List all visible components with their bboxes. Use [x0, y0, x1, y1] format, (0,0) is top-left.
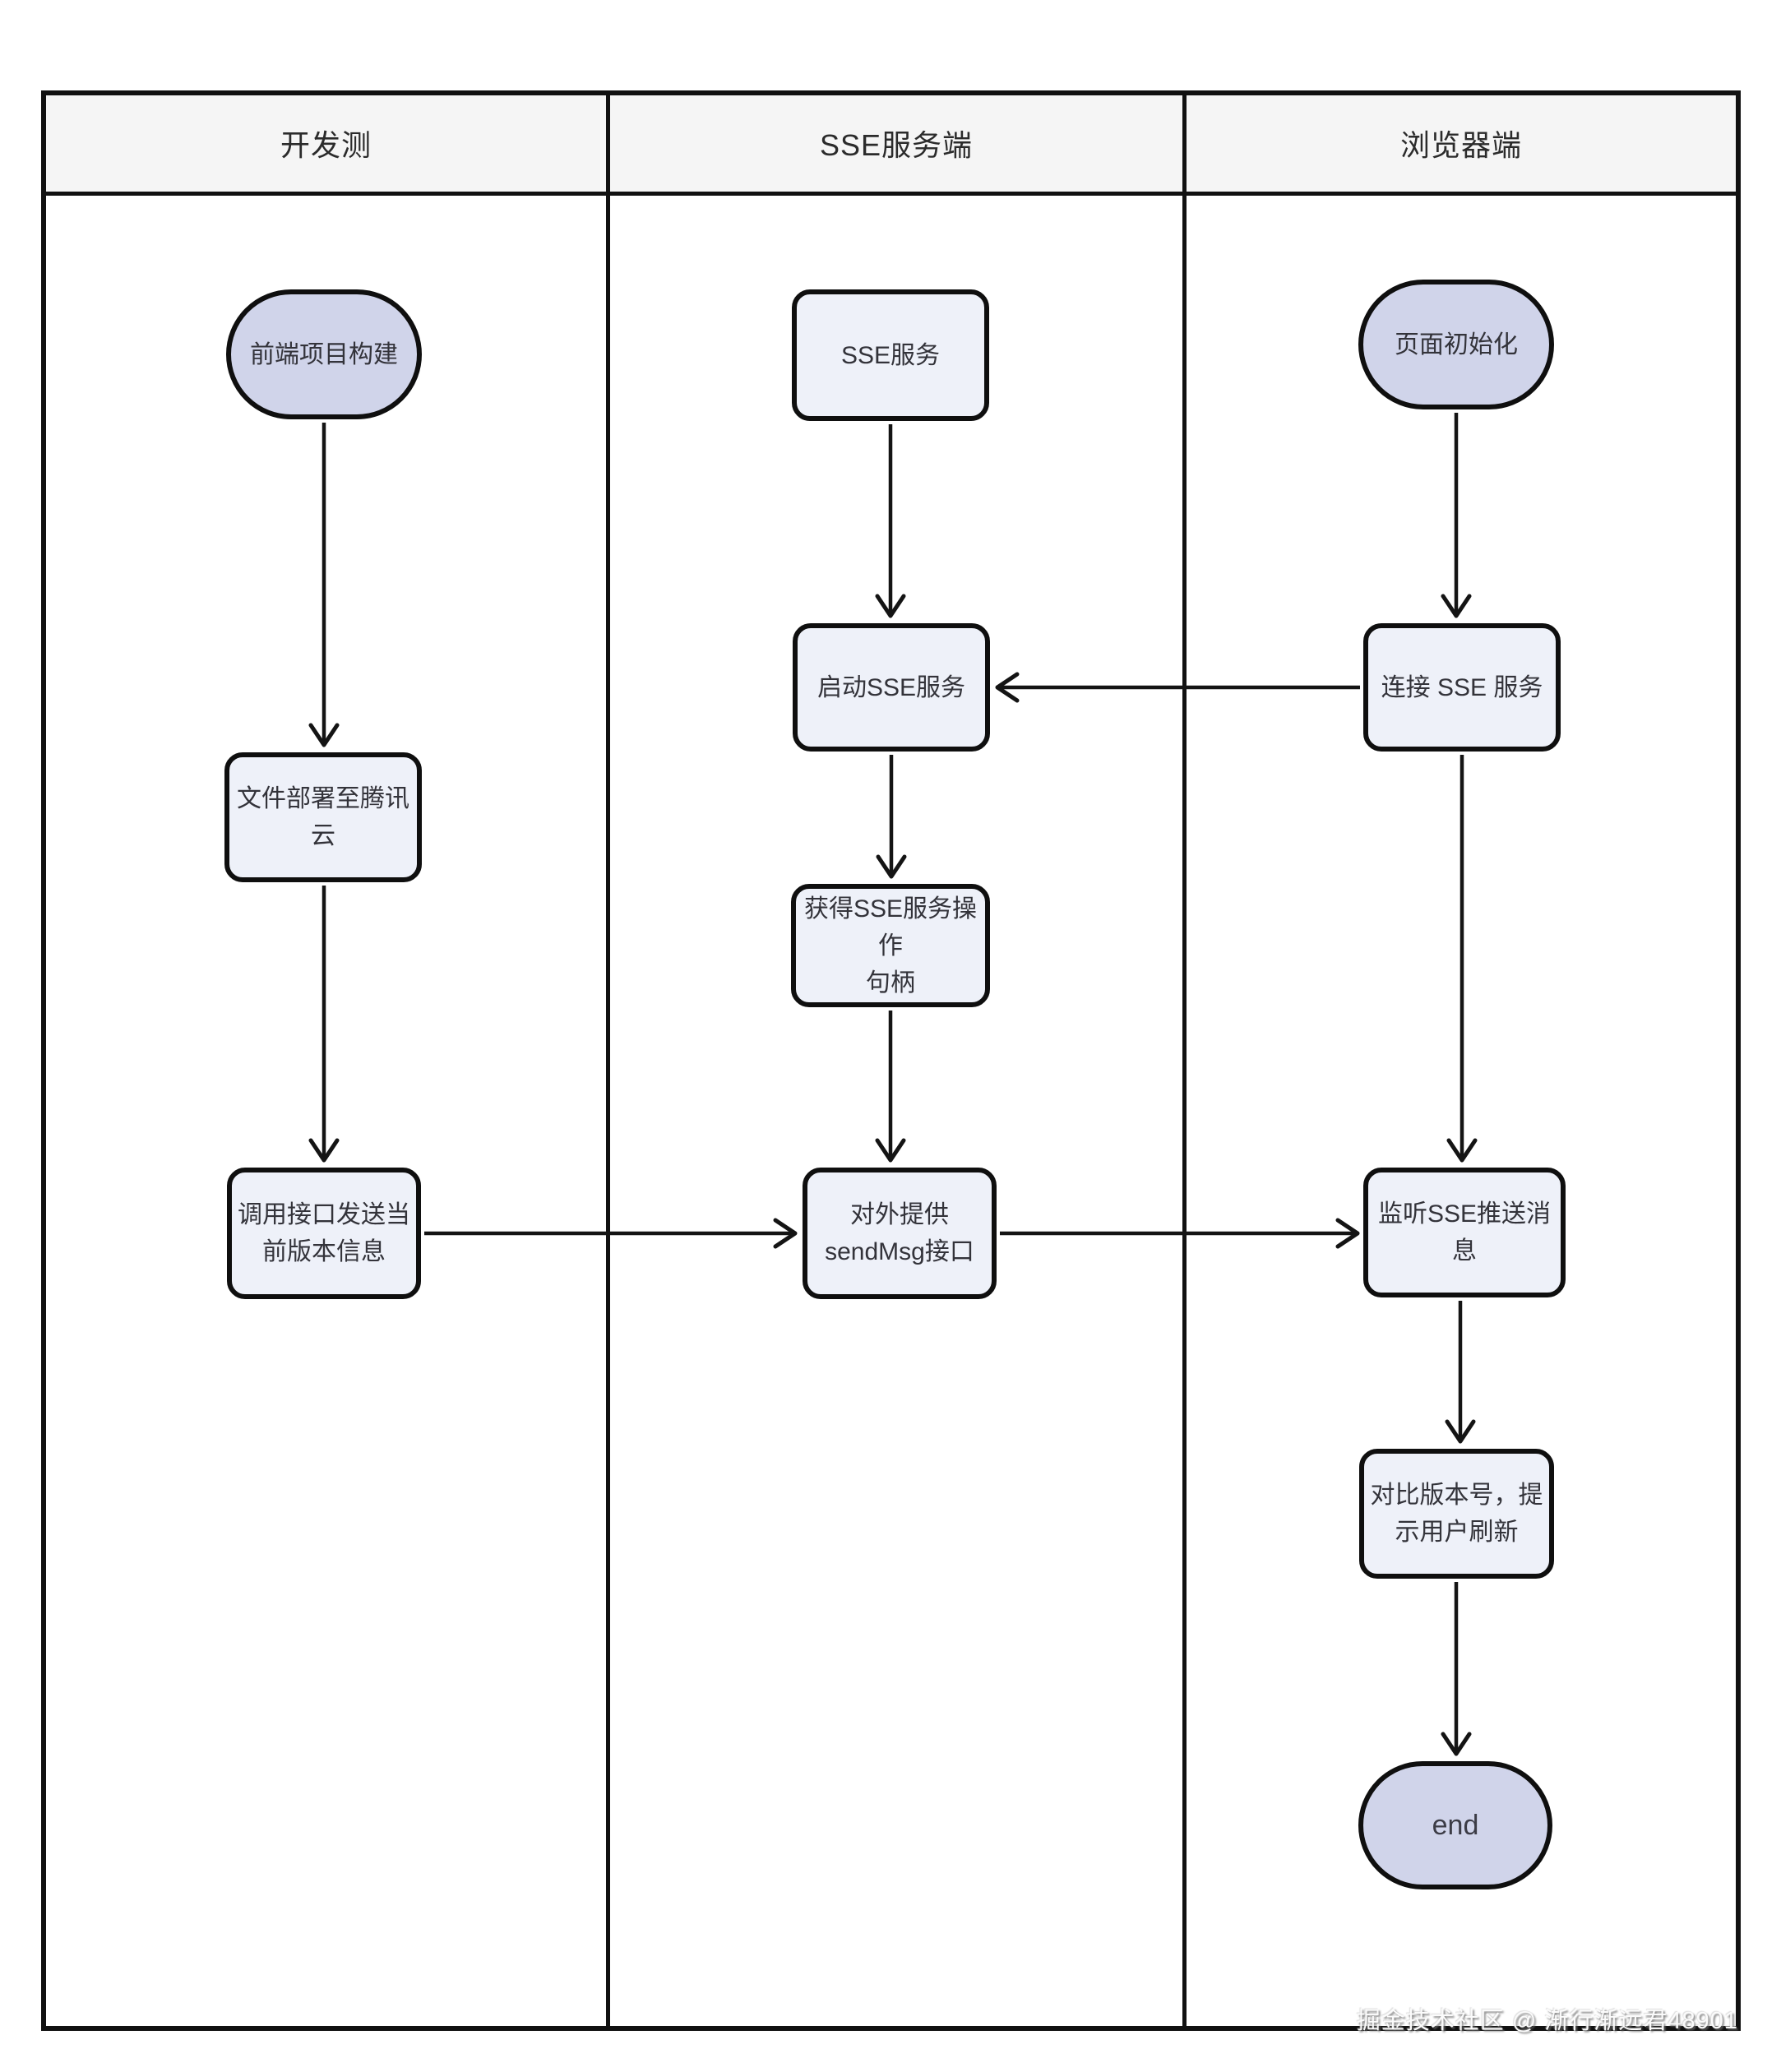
lane-divider-1 [606, 90, 610, 2031]
node-compare-version-prompt: 对比版本号，提 示用户刷新 [1359, 1449, 1554, 1579]
node-end: end [1358, 1761, 1552, 1889]
lane-header-browser: 浏览器端 [1399, 128, 1522, 162]
node-provide-sendmsg-api: 对外提供 sendMsg接口 [803, 1168, 997, 1299]
swimlane-header-band [41, 90, 1741, 196]
node-deploy-tencent-cloud: 文件部署至腾讯 云 [224, 752, 422, 882]
node-frontend-build: 前端项目构建 [226, 289, 422, 419]
node-connect-sse-service: 连接 SSE 服务 [1363, 623, 1561, 752]
node-listen-sse-push: 监听SSE推送消息 [1363, 1168, 1566, 1297]
node-start-sse-service: 启动SSE服务 [793, 623, 990, 752]
watermark-juejin: 掘金技术社区 @ 渐行渐远君48901 [1356, 2008, 1738, 2034]
node-get-sse-handle: 获得SSE服务操作 句柄 [791, 884, 990, 1007]
lane-header-sse: SSE服务端 [819, 128, 974, 162]
lane-header-dev: 开发测 [280, 128, 372, 162]
node-sse-service: SSE服务 [792, 289, 989, 421]
lane-divider-2 [1182, 90, 1187, 2031]
node-page-init: 页面初始化 [1358, 280, 1554, 409]
node-call-api-send-version: 调用接口发送当 前版本信息 [227, 1168, 421, 1299]
